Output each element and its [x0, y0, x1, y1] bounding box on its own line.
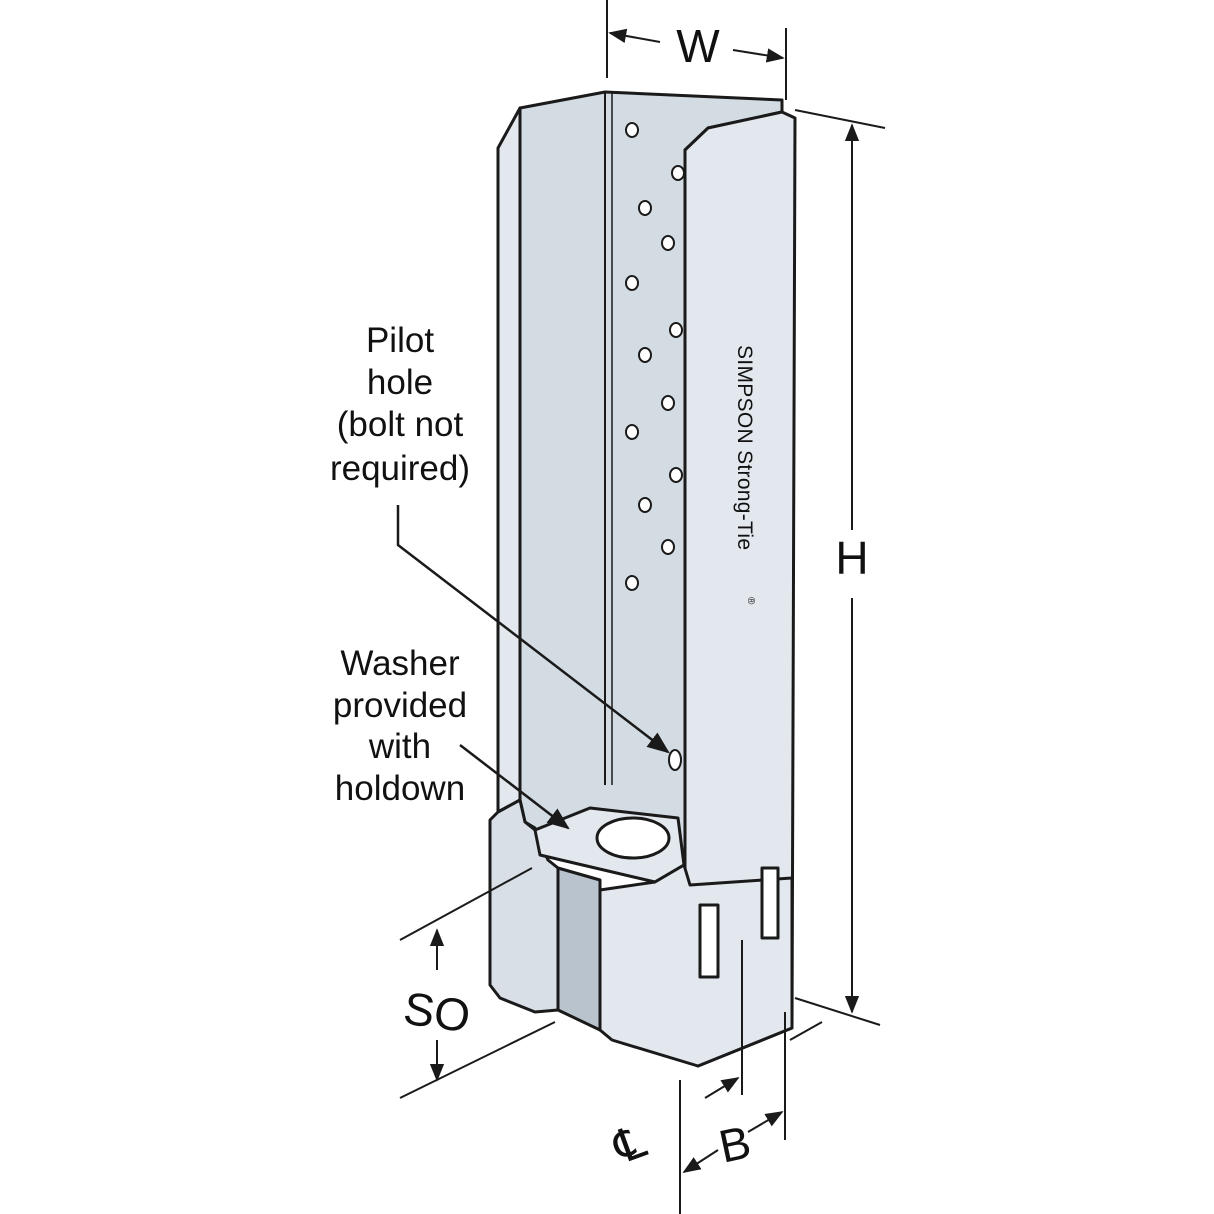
bolt-offset-label: SO	[400, 982, 473, 1043]
pilot-hole-line-3: (bolt not	[337, 405, 464, 444]
pilot-hole-line-2: hole	[367, 363, 433, 402]
fastener-holes	[625, 122, 685, 771]
b-arrow-right	[747, 1111, 784, 1133]
pilot-hole-line-1: Pilot	[366, 321, 434, 360]
hole	[661, 395, 675, 411]
mount-extension	[789, 1021, 823, 1041]
height-dimension	[794, 109, 886, 1026]
hole	[625, 122, 639, 138]
width-label: W	[676, 20, 720, 72]
hole	[669, 322, 683, 338]
pilot-hole	[668, 749, 682, 771]
width-arrow-right	[732, 48, 785, 63]
hole	[638, 347, 652, 363]
pilot-hole-leader	[396, 505, 670, 754]
height-extension-top	[794, 109, 886, 129]
width-arrow-left	[608, 28, 661, 43]
so-extension-top	[399, 867, 533, 941]
base-dimension	[679, 940, 823, 1214]
hole	[625, 575, 639, 591]
washer-leader	[459, 744, 570, 830]
slot-left	[698, 903, 720, 979]
so-extension-bottom	[399, 1021, 556, 1099]
pilot-hole-line-4: required)	[330, 449, 470, 488]
hole	[669, 467, 683, 483]
base-label: B	[714, 1115, 755, 1172]
hole	[625, 424, 639, 440]
hole	[625, 275, 639, 291]
b-arrow-left	[682, 1149, 719, 1173]
width-dimension	[606, 0, 787, 100]
washer-line-3: with	[368, 727, 431, 766]
holdown-body	[488, 90, 797, 1068]
base-front-block	[598, 863, 794, 1068]
channel-shadow	[556, 866, 602, 1032]
brand-name: SIMPSON Strong-Tie	[733, 345, 756, 550]
brand-stamp: SIMPSON Strong-Tie ®	[733, 345, 756, 605]
washer-line-1: Washer	[340, 644, 460, 683]
pilot-hole-callout: Pilot hole (bolt not required)	[330, 321, 670, 754]
hole	[661, 235, 675, 251]
brand-registered-mark: ®	[745, 597, 756, 605]
slot-right	[760, 866, 780, 940]
bolt-hole	[595, 816, 671, 860]
washer-callout: Washer provided with holdown	[333, 644, 570, 830]
washer-line-2: provided	[333, 686, 467, 725]
hole	[671, 165, 685, 181]
height-extension-bottom	[794, 997, 881, 1026]
hole	[661, 539, 675, 555]
hole	[638, 200, 652, 216]
height-label: H	[835, 532, 868, 584]
hole	[638, 497, 652, 513]
centerline-label: ℄	[606, 1114, 653, 1173]
washer-line-4: holdown	[335, 769, 465, 808]
left-flange	[496, 106, 522, 814]
bolt-offset-dimension	[399, 867, 556, 1099]
cl-arrow	[704, 1077, 740, 1099]
